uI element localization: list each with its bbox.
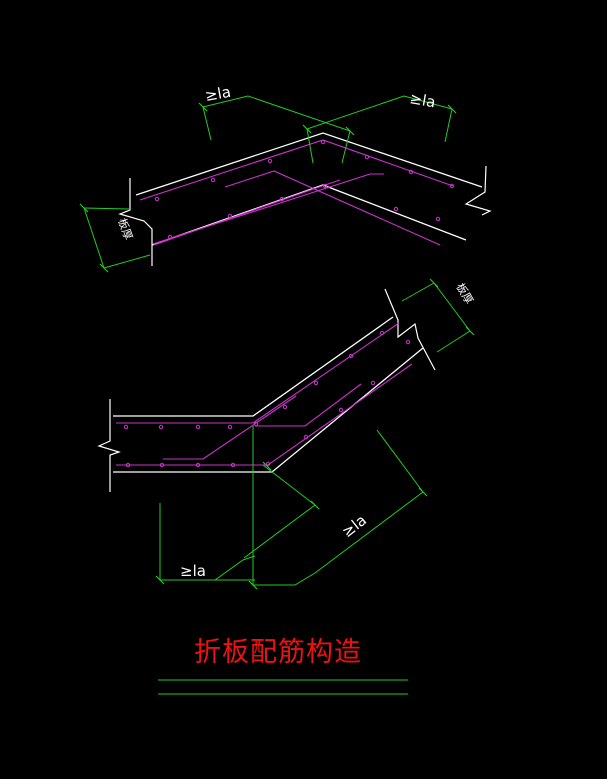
valley-slab-outline <box>113 316 424 473</box>
valley-anchorage-label-right: ≥la <box>338 511 370 541</box>
ridge-rebar <box>139 139 454 246</box>
valley-anchorage-dimensions <box>159 282 471 586</box>
ridge-anchorage-label-right: ≥la <box>408 89 437 111</box>
valley-anchorage-label-left: ≥la <box>180 562 206 580</box>
valley-break-line-right <box>384 288 436 371</box>
ridge-anchorage-label-left: ≥la <box>204 83 233 105</box>
ridge-break-line-left <box>118 178 153 266</box>
ridge-dimension-ticks <box>79 102 457 273</box>
ridge-thickness-label: 板厚 <box>115 216 136 241</box>
valley-fold-detail: ≥la ≥la 板厚 <box>97 278 477 590</box>
drawing-title: 折板配筋构造 <box>194 637 362 668</box>
ridge-slab-outline <box>135 132 483 246</box>
valley-thickness-label: 板厚 <box>453 281 476 307</box>
valley-break-line-left <box>97 399 121 492</box>
ridge-break-line-right <box>464 165 492 216</box>
ridge-rebar-dots <box>154 139 455 240</box>
valley-dimension-ticks <box>155 278 475 590</box>
ridge-fold-detail: ≥la ≥la 板厚 <box>79 83 492 273</box>
ridge-anchorage-dimensions <box>83 95 453 269</box>
valley-rebar <box>116 322 413 466</box>
valley-rebar-dots <box>123 330 411 468</box>
title-underline <box>158 679 408 695</box>
